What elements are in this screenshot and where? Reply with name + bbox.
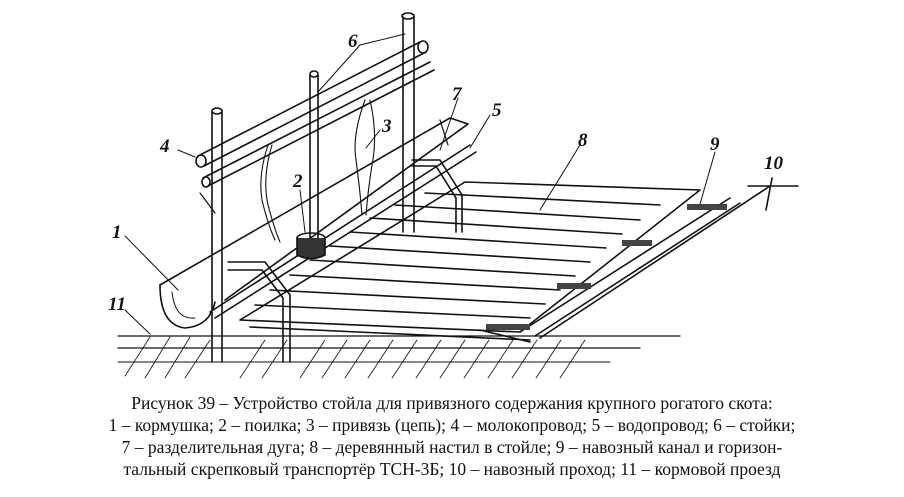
caption-title: Рисунок 39 – Устройство стойла для привя… bbox=[131, 393, 773, 413]
label-7: 7 bbox=[452, 84, 463, 105]
label-1: 1 bbox=[112, 222, 122, 243]
label-9: 9 bbox=[710, 134, 720, 155]
drinking-bowl bbox=[296, 232, 326, 260]
label-10: 10 bbox=[764, 153, 784, 174]
feeder-trough bbox=[159, 117, 469, 329]
manure-passage bbox=[539, 177, 799, 339]
caption-legend-line-3: тальный скрепковый транспортёр ТСН-3Б; 1… bbox=[123, 459, 781, 479]
wooden-floor bbox=[239, 181, 701, 341]
figure-caption: Рисунок 39 – Устройство стойла для привя… bbox=[0, 392, 904, 480]
chain-tethers bbox=[260, 99, 376, 243]
partition-arcs bbox=[227, 159, 463, 363]
water-pipe bbox=[209, 144, 477, 319]
label-5: 5 bbox=[492, 100, 502, 121]
caption-legend-line-1: 1 – кормушка; 2 – поилка; 3 – привязь (ц… bbox=[108, 415, 796, 435]
milk-pipeline bbox=[195, 40, 435, 188]
label-8: 8 bbox=[578, 130, 588, 151]
manure-channel bbox=[479, 197, 741, 343]
label-2: 2 bbox=[292, 171, 303, 192]
stall-posts bbox=[211, 12, 415, 363]
label-6: 6 bbox=[348, 31, 358, 52]
label-11: 11 bbox=[108, 294, 126, 315]
stall-diagram: 1 2 3 4 5 6 7 8 9 10 11 bbox=[108, 12, 799, 379]
caption-legend-line-2: 7 – разделительная дуга; 8 – деревянный … bbox=[121, 437, 783, 457]
label-4: 4 bbox=[159, 136, 170, 157]
feed-passage-ground bbox=[117, 335, 681, 379]
leader-lines bbox=[124, 33, 716, 335]
label-3: 3 bbox=[381, 116, 392, 137]
